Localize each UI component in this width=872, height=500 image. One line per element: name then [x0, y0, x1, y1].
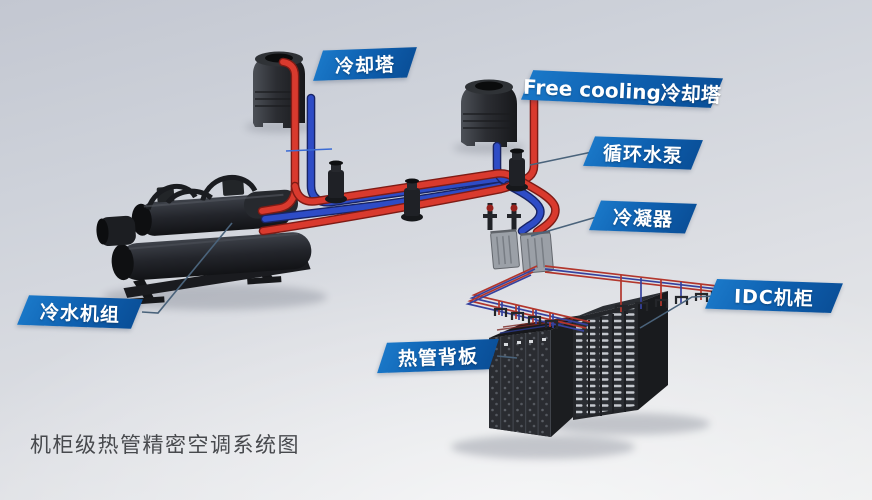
cooling-tower-2	[461, 79, 517, 147]
callout-heat-pipe-backplane: 热管背板	[377, 338, 499, 374]
callout-idc-cabinet-label: IDC机柜	[733, 285, 815, 310]
pump-2	[401, 178, 423, 222]
backplane-rack-row	[489, 315, 583, 437]
callout-leader-lines	[141, 151, 717, 359]
idc-rack-row	[573, 291, 668, 420]
callout-chiller-unit: 冷水机组	[17, 295, 143, 329]
callout-condenser-label: 冷凝器	[612, 206, 674, 231]
heat-pipe-manifold	[465, 265, 727, 332]
condenser-1	[490, 228, 520, 270]
callout-cooling-tower: 冷却塔	[313, 47, 417, 81]
chiller-unit	[96, 175, 312, 305]
diagram-title: 机柜级热管精密空调系统图	[30, 433, 300, 457]
callout-heat-pipe-backplane-label: 热管背板	[397, 345, 479, 370]
valve-assemblies	[483, 203, 521, 230]
pipe-pumps	[325, 148, 528, 222]
callout-chiller-unit-label: 冷水机组	[39, 301, 121, 326]
callout-circulating-pump-label: 循环水泵	[602, 142, 684, 167]
callout-condenser: 冷凝器	[589, 200, 697, 234]
pump-3	[506, 148, 528, 192]
callout-circulating-pump: 循环水泵	[583, 136, 703, 170]
callout-idc-cabinet: IDC机柜	[705, 279, 843, 313]
callout-cooling-tower-label: 冷却塔	[334, 53, 396, 78]
pump-1	[325, 160, 347, 204]
